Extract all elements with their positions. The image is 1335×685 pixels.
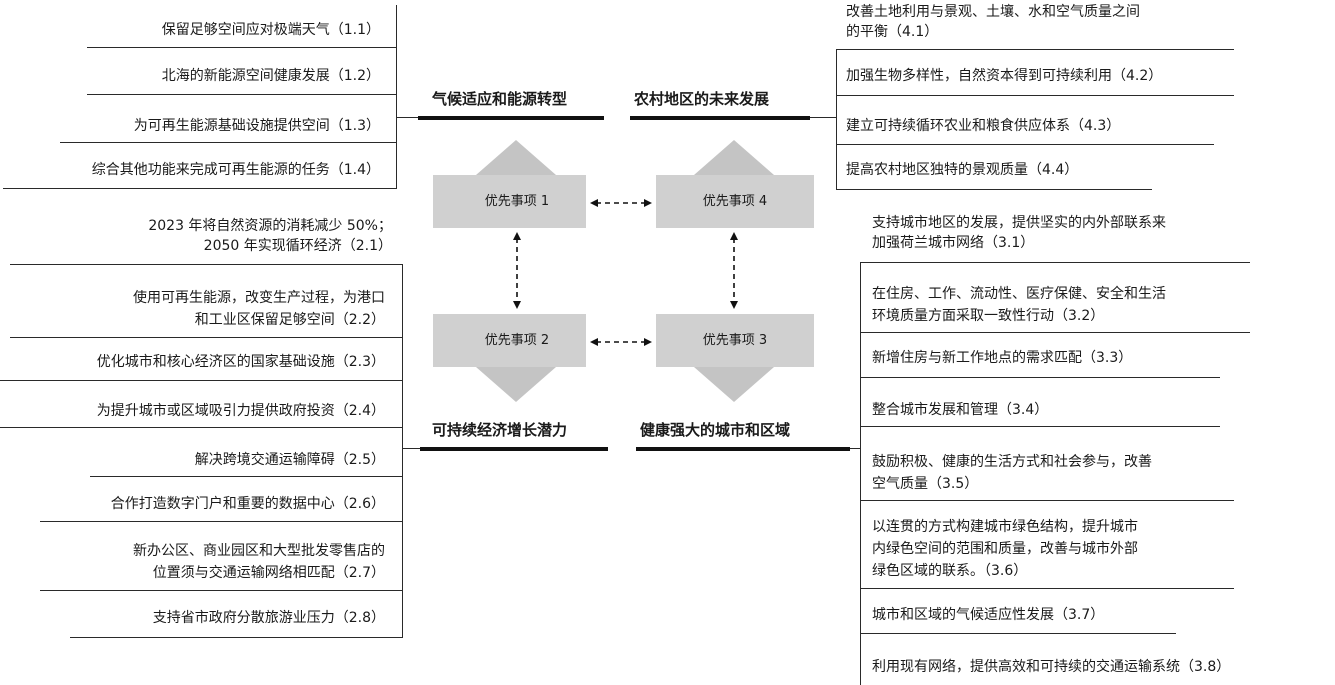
group2-vertical — [402, 264, 403, 638]
group3-item-3-5-line2: 空气质量（3.5） — [872, 476, 979, 492]
group3-vertical — [860, 262, 861, 685]
header-cities: 健康强大的城市和区域 — [640, 421, 791, 439]
priority-2-label: 优先事项 2 — [484, 333, 550, 348]
group2-item-2-6: 合作打造数字门户和重要的数据中心（2.6） — [110, 496, 385, 512]
group3-intro-line1: 支持城市地区的发展，提供坚实的内外部联系来 — [872, 215, 1166, 231]
divider — [860, 426, 1220, 427]
priority-1-label: 优先事项 1 — [484, 194, 550, 209]
divider — [40, 521, 403, 522]
divider — [87, 94, 397, 95]
divider — [836, 49, 1234, 50]
group4-item-4-3: 建立可持续循环农业和粮食供应体系（4.3） — [846, 118, 1121, 134]
group2-item-2-7-line2: 位置须与交通运输网络相匹配（2.7） — [152, 565, 385, 581]
group2-intro-line2: 2050 年实现循环经济（2.1） — [203, 238, 392, 254]
group2-item-2-3: 优化城市和核心经济区的国家基础设施（2.3） — [96, 354, 385, 370]
group3-item-3-2-line1: 在住房、工作、流动性、医疗保健、安全和生活 — [872, 286, 1166, 302]
divider — [10, 264, 403, 265]
group3-item-3-6-line3: 绿色区域的联系。（3.6） — [872, 563, 1028, 579]
divider — [836, 189, 1152, 190]
divider — [60, 142, 397, 143]
group2-intro-line1: 2023 年将自然资源的消耗减少 50%； — [148, 218, 392, 234]
header-rural-underline — [630, 116, 810, 120]
group1-item-1: 保留足够空间应对极端天气（1.1） — [161, 22, 380, 38]
group3-connector — [850, 448, 861, 449]
divider — [87, 47, 397, 48]
group1-vertical — [396, 5, 397, 188]
divider — [836, 144, 1214, 145]
header-economy: 可持续经济增长潜力 — [432, 421, 568, 439]
priority-2-arrow-down — [476, 367, 556, 402]
group3-item-3-8: 利用现有网络，提供高效和可持续的交通运输系统（3.8） — [872, 659, 1231, 675]
group4-vertical — [836, 49, 837, 190]
divider — [10, 337, 403, 338]
priority-2-box — [433, 314, 586, 367]
divider — [3, 188, 397, 189]
group3-item-3-3: 新增住房与新工作地点的需求匹配（3.3） — [872, 350, 1133, 366]
divider — [0, 427, 403, 428]
group1-item-4: 综合其他功能来完成可再生能源的任务（1.4） — [91, 162, 380, 178]
divider — [860, 633, 1176, 634]
header-climate-underline — [418, 116, 604, 120]
priority-4-arrow-up — [694, 140, 774, 175]
header-rural: 农村地区的未来发展 — [634, 90, 770, 108]
divider — [0, 380, 403, 381]
divider — [860, 332, 1250, 333]
group2-item-2-7-line1: 新办公区、商业园区和大型批发零售店的 — [133, 543, 385, 559]
group4-item-4-4: 提高农村地区独特的景观质量（4.4） — [846, 162, 1079, 178]
group3-item-3-5-line1: 鼓励积极、健康的生活方式和社会参与，改善 — [872, 454, 1152, 470]
header-climate: 气候适应和能源转型 — [432, 90, 568, 108]
group3-item-3-7: 城市和区域的气候适应性发展（3.7） — [872, 607, 1105, 623]
divider — [860, 500, 1234, 501]
group2-item-2-2-line2: 和工业区保留足够空间（2.2） — [194, 312, 385, 328]
group4-item-4-2: 加强生物多样性，自然资本得到可持续利用（4.2） — [846, 68, 1163, 84]
group2-item-2-5: 解决跨境交通运输障碍（2.5） — [194, 452, 385, 468]
divider — [40, 590, 403, 591]
priority-4-box — [656, 175, 814, 228]
group3-item-3-2-line2: 环境质量方面采取一致性行动（3.2） — [872, 308, 1105, 324]
divider — [70, 637, 403, 638]
divider — [836, 95, 1234, 96]
priority-3-label: 优先事项 3 — [702, 333, 768, 348]
group3-intro-line2: 加强荷兰城市网络（3.1） — [872, 235, 1035, 251]
group2-item-2-4: 为提升城市或区域吸引力提供政府投资（2.4） — [96, 403, 385, 419]
priority-1-box — [433, 175, 586, 228]
priority-3-box — [656, 314, 814, 367]
divider — [860, 588, 1234, 589]
priority-3-arrow-down — [694, 367, 774, 402]
group2-item-2-2-line1: 使用可再生能源，改变生产过程，为港口 — [133, 290, 385, 306]
header-cities-underline — [636, 447, 850, 451]
group3-item-3-6-line1: 以连贯的方式构建城市绿色结构，提升城市 — [872, 519, 1138, 535]
divider — [90, 476, 403, 477]
group3-item-3-6-line2: 内绿色空间的范围和质量，改善与城市外部 — [872, 541, 1138, 557]
priority-4-label: 优先事项 4 — [702, 194, 768, 209]
group4-connector — [810, 117, 837, 118]
divider — [860, 262, 1250, 263]
group1-connector — [396, 117, 418, 118]
group1-item-2: 北海的新能源空间健康发展（1.2） — [161, 68, 380, 84]
group3-item-3-4: 整合城市发展和管理（3.4） — [872, 402, 1049, 418]
group4-item-4-1-line1: 改善土地利用与景观、土壤、水和空气质量之间 — [846, 4, 1140, 20]
group2-connector — [402, 448, 420, 449]
priority-1-arrow-up — [476, 140, 556, 175]
group2-item-2-8: 支持省市政府分散旅游业压力（2.8） — [152, 610, 385, 626]
divider — [860, 377, 1220, 378]
group1-item-3: 为可再生能源基础设施提供空间（1.3） — [133, 118, 380, 134]
header-economy-underline — [420, 447, 608, 451]
group4-item-4-1-line2: 的平衡（4.1） — [846, 24, 939, 40]
